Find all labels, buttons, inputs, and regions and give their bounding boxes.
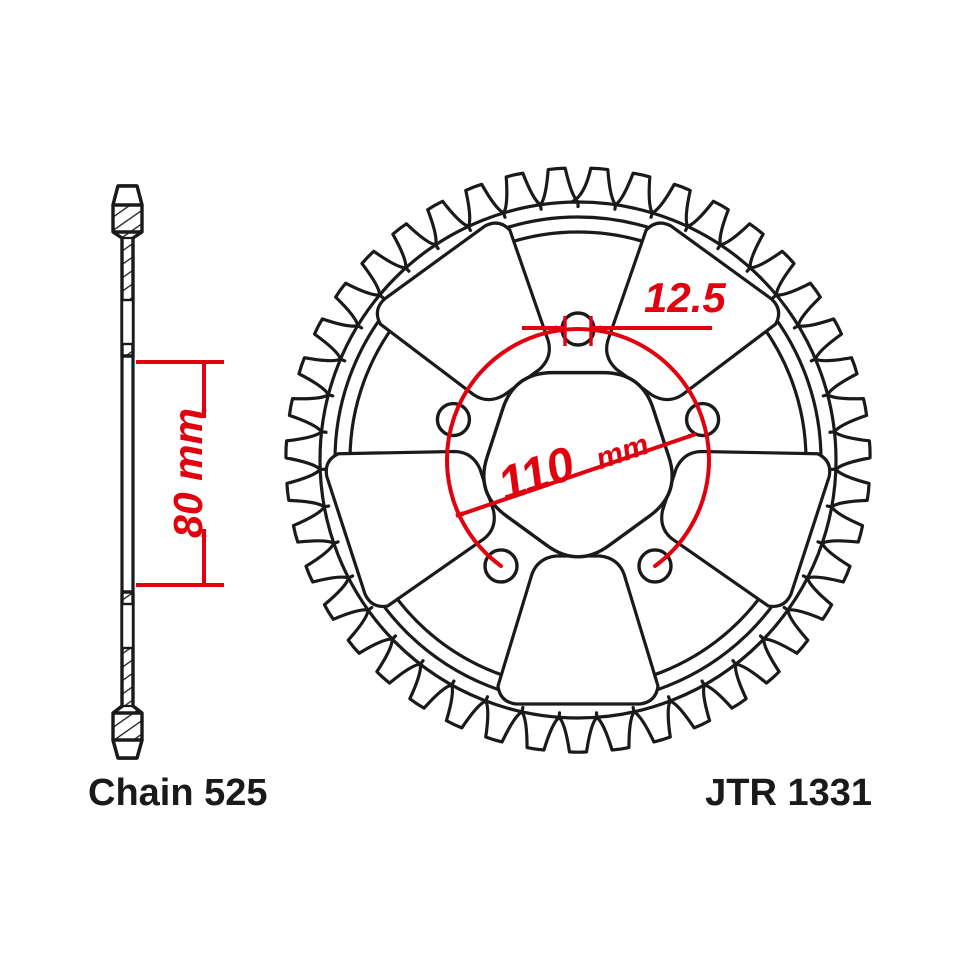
part-number-label: JTR 1331	[705, 772, 872, 814]
chain-label: Chain 525	[88, 772, 268, 814]
bolt-circle-arc	[445, 327, 711, 568]
lightening-hole-group	[324, 221, 832, 706]
bolt-circle-guide	[445, 327, 711, 568]
dimension-80mm-label: 80 mm	[165, 408, 211, 538]
dimension-12-5: 12.5	[522, 274, 726, 346]
lightening-hole	[605, 221, 781, 402]
dimension-12-5-label: 12.5	[644, 274, 726, 321]
dimension-80mm: 80 mm	[136, 360, 224, 587]
tooth-root-circle	[318, 200, 838, 720]
side-view-plate-body	[120, 356, 135, 592]
side-view-bottom-relief	[120, 602, 135, 650]
lightening-hole	[496, 554, 660, 706]
side-view-top-tooth-tip	[111, 184, 144, 207]
side-view-bottom-tooth-tip	[111, 738, 144, 760]
dimension-110mm-leader	[455, 432, 697, 518]
face-view: 110 mm 12.5	[284, 166, 872, 754]
lightening-hole	[375, 221, 551, 402]
side-view-top-relief	[120, 298, 135, 346]
